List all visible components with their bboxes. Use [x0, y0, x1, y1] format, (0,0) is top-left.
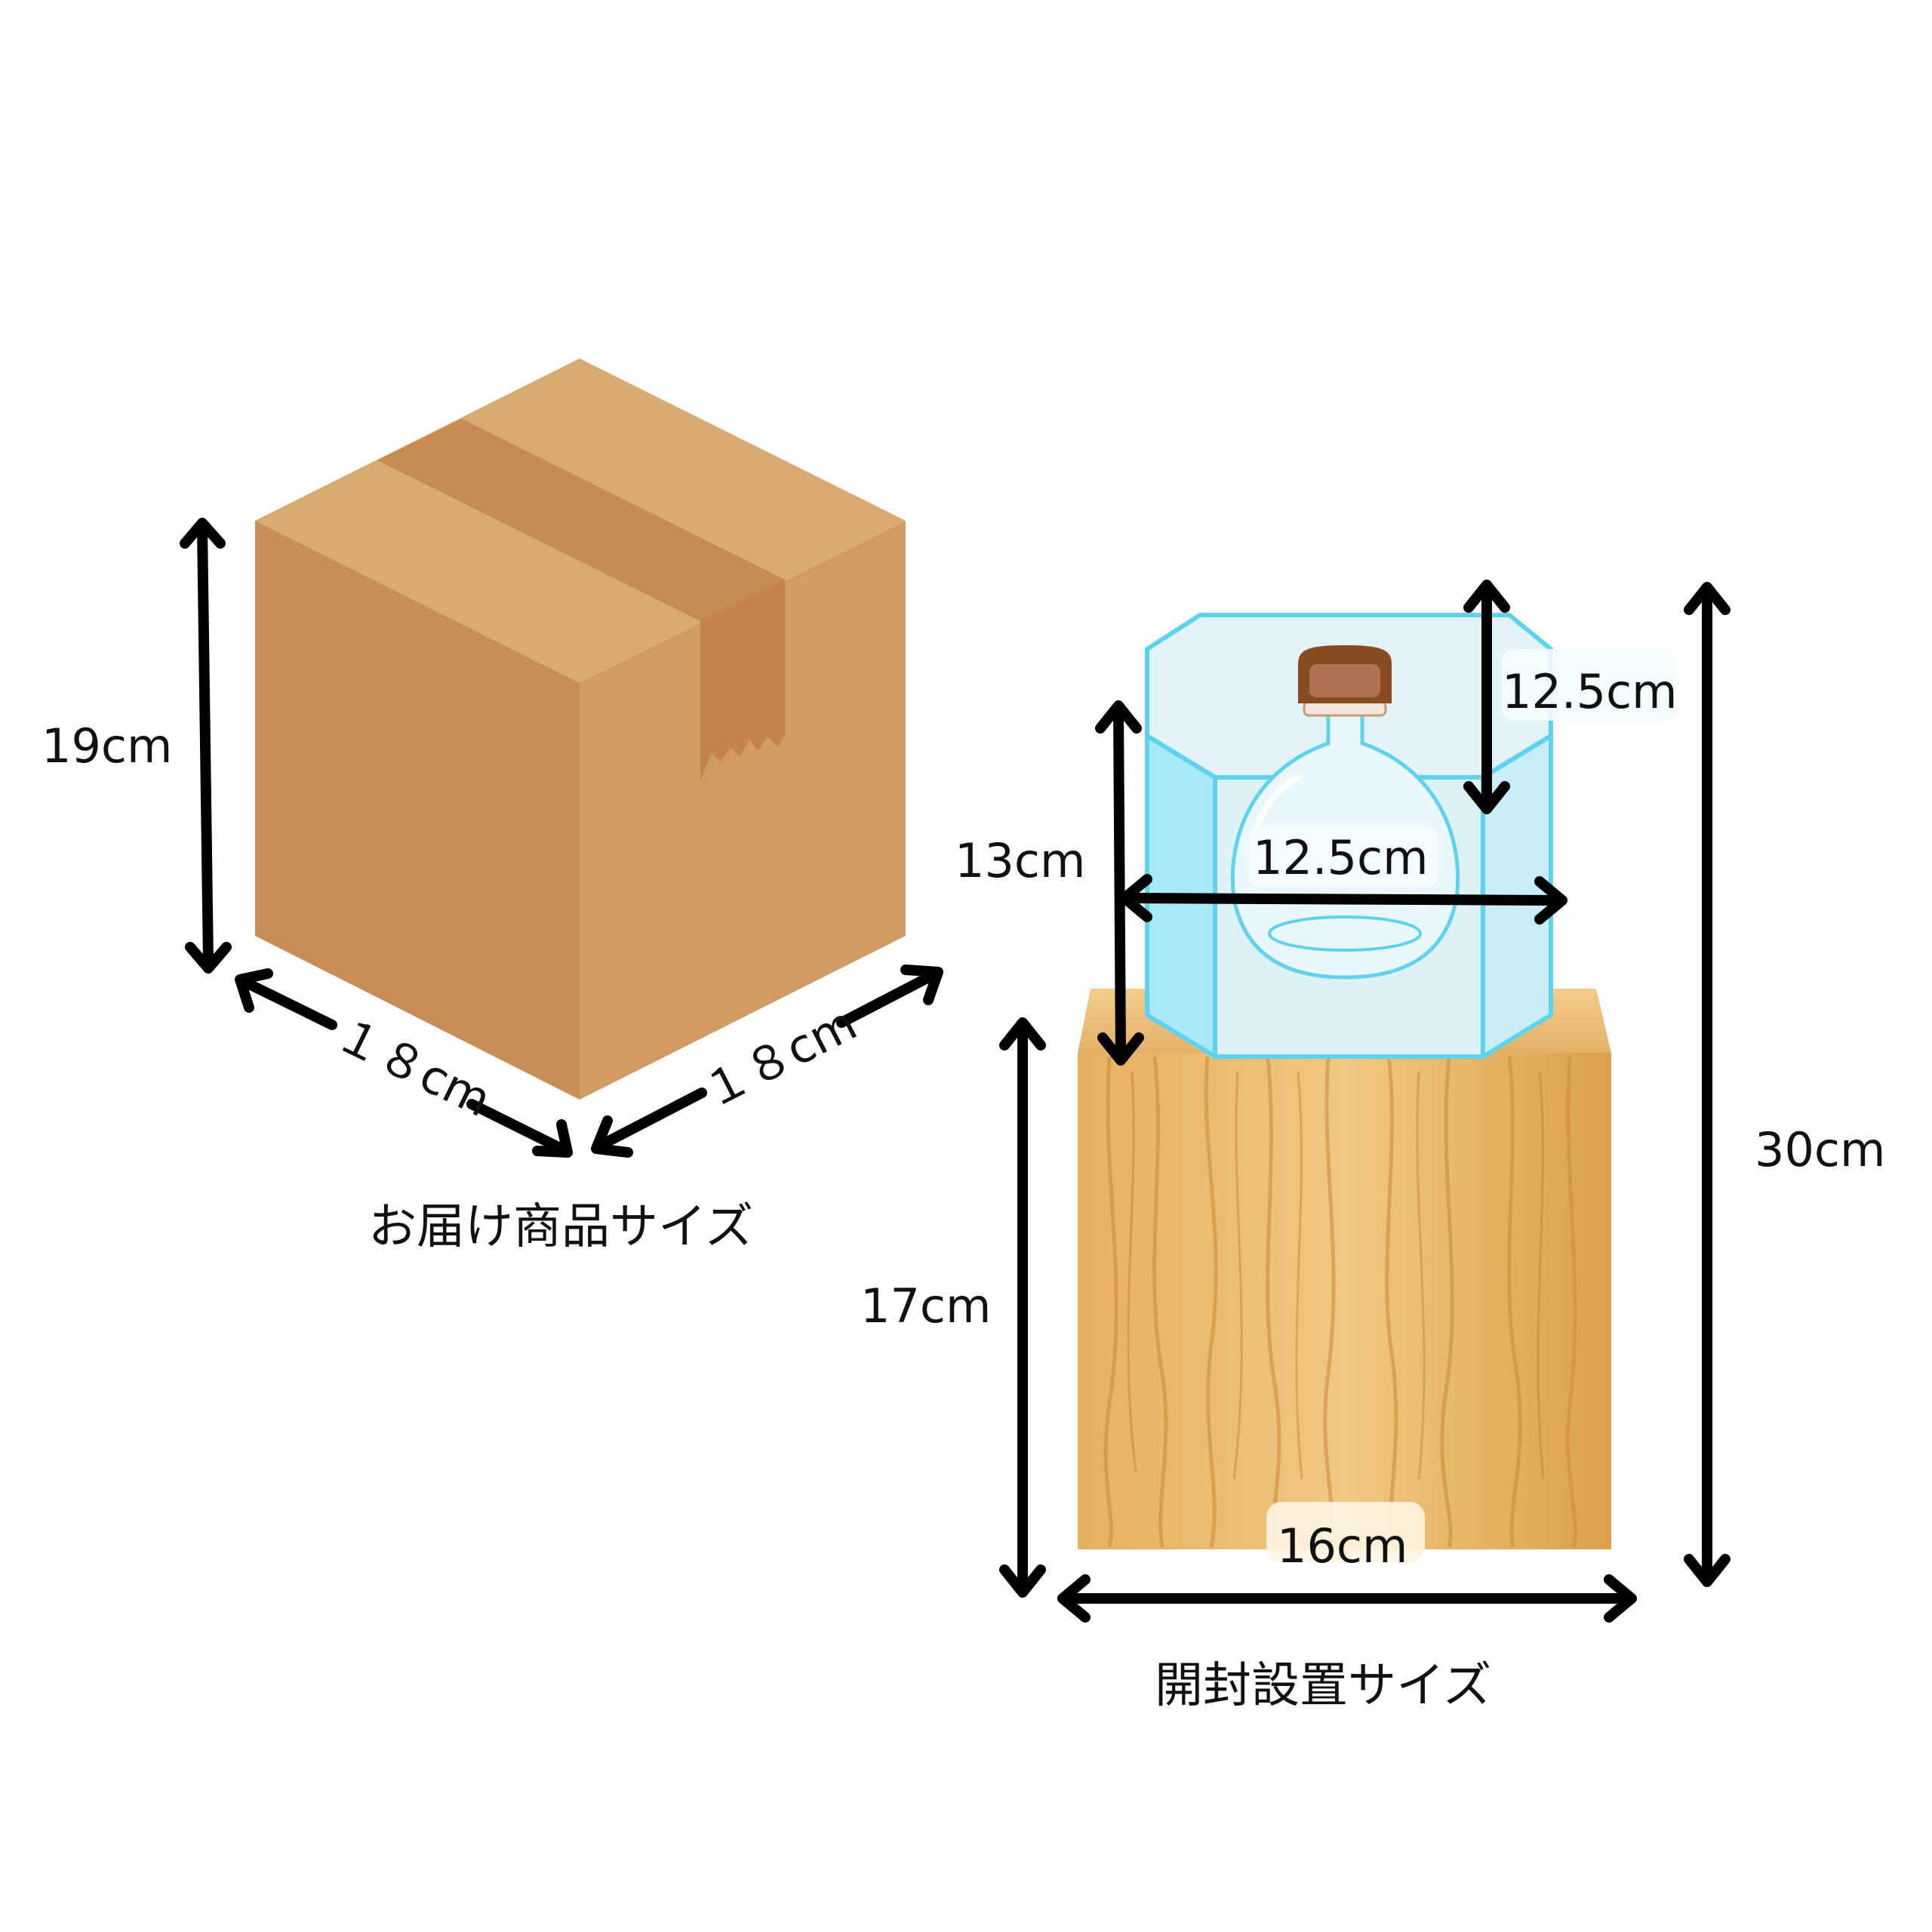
bottle-collar	[1303, 700, 1387, 717]
case-depth-label-bg	[1502, 649, 1675, 721]
case-depth-label: 12.5cm	[1502, 664, 1678, 719]
stand-height-arrow	[999, 1017, 1046, 1598]
box-height-arrow	[180, 518, 232, 974]
delivery-caption: お届け商品サイズ	[368, 1199, 753, 1255]
box-left-face	[255, 521, 580, 1100]
box-right-face	[580, 521, 906, 1100]
stand-height-label: 17cm	[860, 1278, 991, 1334]
case-height-label: 13cm	[955, 833, 1085, 888]
case-depth-arrow	[1463, 580, 1510, 814]
stand-width-arrow	[1057, 1574, 1637, 1623]
stand-width-label: 16cm	[1277, 1518, 1407, 1574]
case-width-label: 12.5cm	[1253, 830, 1429, 885]
wooden-stand-icon	[1078, 989, 1611, 1562]
box-height-label: 19cm	[42, 718, 172, 774]
box-tape-top	[377, 419, 785, 621]
stand-front-face	[1078, 1053, 1611, 1549]
box-width-arrow	[591, 964, 943, 1158]
cardboard-box-icon	[255, 358, 906, 1100]
total-height-arrow	[1684, 582, 1730, 1587]
installed-caption: 開封設置サイズ	[1155, 1658, 1491, 1714]
case-width-arrow	[1119, 874, 1567, 924]
stand-label-bg	[1266, 1502, 1425, 1562]
box-depth-arrow	[235, 968, 573, 1158]
case-width-label-bg	[1249, 826, 1438, 887]
box-tape-side	[700, 580, 785, 781]
total-height-label: 30cm	[1755, 1122, 1885, 1177]
case-height-arrow	[1095, 700, 1144, 1066]
